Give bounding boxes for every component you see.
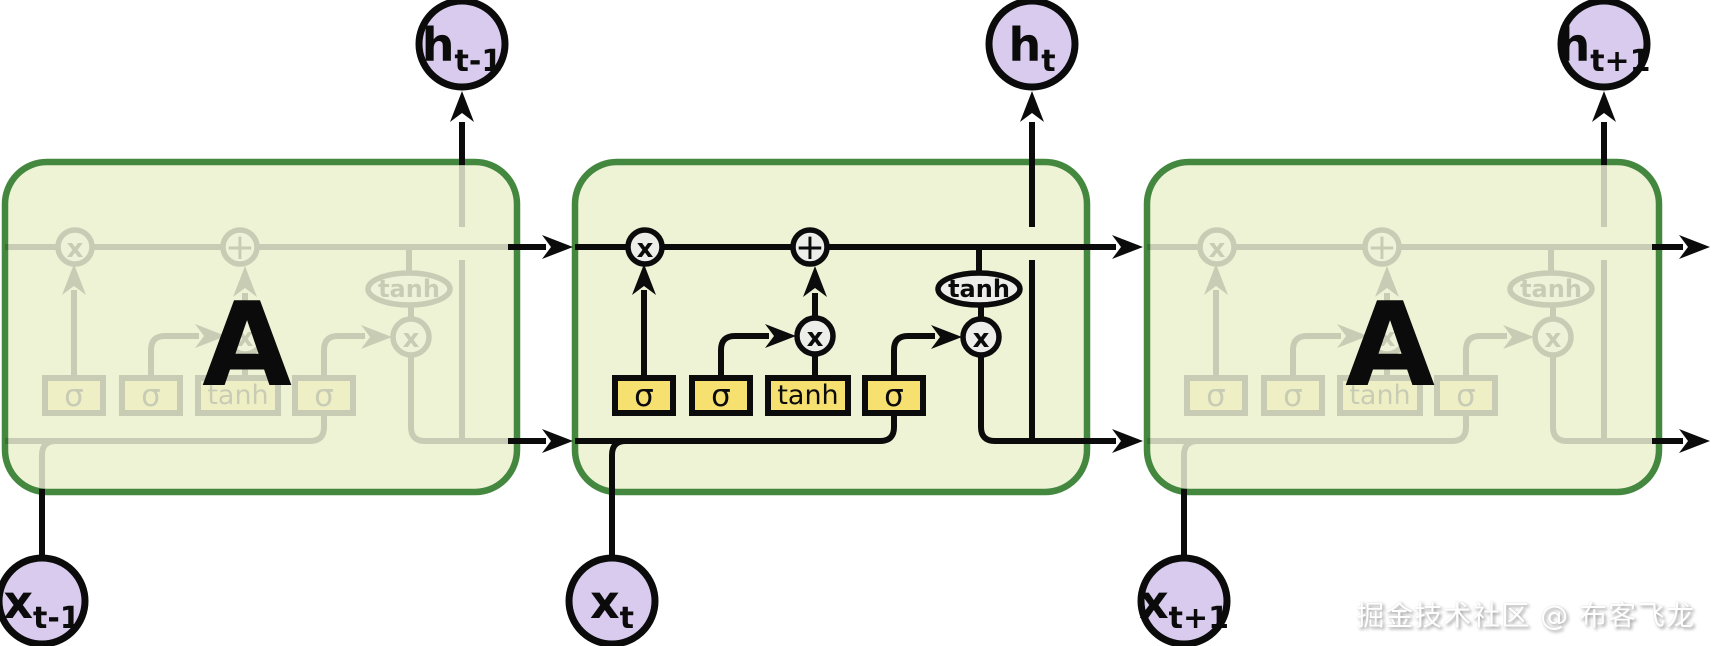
connections [39, 91, 1710, 556]
node-x-prev: xt-1 [0, 554, 89, 646]
x-input-lines [39, 489, 1187, 556]
node-h-next: ht+1 [1557, 0, 1651, 91]
arrow-up-icon [1592, 91, 1616, 122]
node-label: ht-1 [422, 18, 502, 79]
arrow-up-icon [450, 91, 474, 122]
node-label: xt-1 [3, 575, 80, 636]
node-label: xt+1 [1139, 575, 1229, 636]
arrow-right-icon [1112, 235, 1143, 259]
node-circle [565, 554, 659, 646]
cell-label: A [1345, 278, 1435, 413]
cell-label: A [202, 278, 292, 413]
lstm-cell-next: A [1143, 158, 1663, 496]
node-x-next: xt+1 [1137, 554, 1231, 646]
arrow-right-icon [1679, 429, 1710, 453]
arrow-right-icon [1112, 429, 1143, 453]
node-label: ht+1 [1557, 18, 1650, 79]
watermark: 掘金技术社区 @ 布客飞龙 [1356, 599, 1695, 632]
lstm-cell-previous: A [1, 158, 521, 496]
node-h-current: ht [985, 0, 1079, 91]
node-circle [985, 0, 1079, 91]
node-label: ht [1008, 18, 1055, 79]
node-label: xt [590, 575, 634, 636]
arrow-right-icon [542, 429, 573, 453]
node-circle [0, 554, 89, 646]
node-circle [1137, 554, 1231, 646]
arrow-right-icon [542, 235, 573, 259]
lstm-cell-current [571, 158, 1091, 496]
node-circle [415, 0, 509, 91]
arrow-up-icon [1020, 91, 1044, 122]
node-circle [1557, 0, 1651, 91]
node-x-current: xt [565, 554, 659, 646]
node-h-prev: ht-1 [415, 0, 509, 91]
arrow-right-icon [1679, 235, 1710, 259]
